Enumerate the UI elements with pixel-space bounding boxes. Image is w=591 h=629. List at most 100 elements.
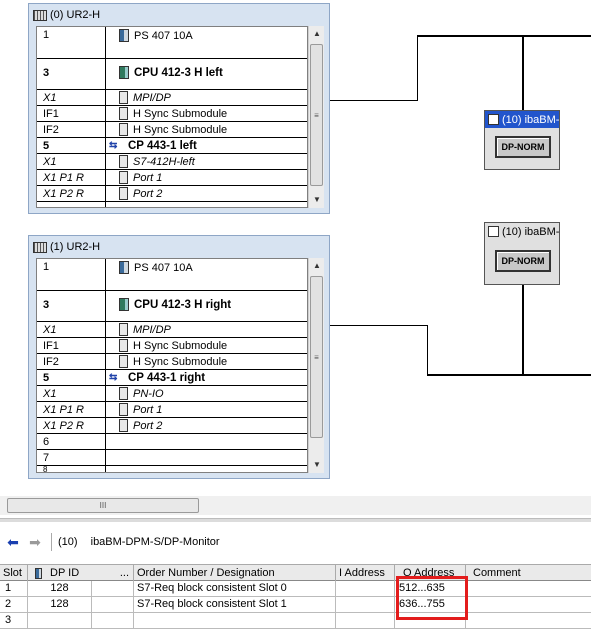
dp-line-lower-vertical bbox=[427, 325, 428, 376]
scroll-down-arrow-icon[interactable]: ▼ bbox=[313, 460, 321, 469]
back-arrow-icon[interactable]: ⬅ bbox=[7, 533, 19, 550]
col-header-i-address[interactable]: I Address bbox=[336, 565, 395, 581]
rack-slot-number: X1 bbox=[43, 387, 57, 400]
rack-module: H Sync Submodule bbox=[119, 123, 227, 136]
rack-module-name: PS 407 10A bbox=[134, 29, 193, 42]
rack-module-name: PS 407 10A bbox=[134, 261, 193, 274]
device-icon bbox=[488, 114, 499, 125]
rack-window-1[interactable]: (1) UR2-H 1 PS 407 10A 3 CPU 412-3 H rig… bbox=[28, 235, 330, 479]
rack-row[interactable]: IF2 H Sync Submodule bbox=[37, 122, 307, 138]
horizontal-scroll-thumb[interactable]: III bbox=[7, 498, 199, 513]
dp-bus-lower[interactable] bbox=[427, 374, 591, 376]
rack-window-0[interactable]: (0) UR2-H 1 PS 407 10A 3 CPU 412-3 H lef… bbox=[28, 3, 330, 214]
col-header-comment[interactable]: Comment bbox=[473, 567, 521, 579]
dp-device-upper[interactable]: (10) ibaBM- DP-NORM bbox=[484, 110, 560, 170]
rack-row[interactable]: IF1 H Sync Submodule bbox=[37, 106, 307, 122]
rack-slot-number: X1 P2 R bbox=[43, 187, 84, 200]
cell-designation: S7-Req block consistent Slot 1 bbox=[134, 597, 336, 612]
rack-row[interactable]: 5 ⇆ CP 443-1 right bbox=[37, 370, 307, 386]
rack-row[interactable]: IF2 H Sync Submodule bbox=[37, 354, 307, 370]
grip-icon: III bbox=[99, 501, 107, 510]
rack-slot-number: 3 bbox=[43, 299, 50, 311]
rack-vertical-scrollbar[interactable]: ▲ ≡ ▼ bbox=[308, 26, 324, 208]
rack-row[interactable]: 7 bbox=[37, 450, 307, 466]
scroll-thumb[interactable]: ≡ bbox=[310, 44, 323, 186]
dp-norm-module[interactable]: DP-NORM bbox=[495, 136, 551, 158]
rack-module-name: Port 1 bbox=[133, 171, 163, 184]
col-header-dpid[interactable]: DP ID ... bbox=[28, 565, 134, 581]
dp-bus-upper[interactable] bbox=[417, 35, 591, 37]
rack-row[interactable]: IF1 H Sync Submodule bbox=[37, 338, 307, 354]
rack-title-bar[interactable]: (1) UR2-H bbox=[33, 238, 100, 256]
cell-i-address bbox=[336, 597, 395, 612]
nav-separator bbox=[51, 533, 52, 551]
table-row[interactable]: 3 bbox=[0, 613, 591, 629]
scroll-thumb[interactable]: ≡ bbox=[310, 276, 323, 438]
rack-module: CPU 412-3 H right bbox=[119, 298, 231, 311]
table-row[interactable]: 1 128 S7-Req block consistent Slot 0 512… bbox=[0, 581, 591, 597]
col-header-designation[interactable]: Order Number / Designation bbox=[134, 565, 336, 581]
submodule-icon bbox=[119, 107, 128, 120]
submodule-icon bbox=[119, 123, 128, 136]
rack-row[interactable]: 6 bbox=[37, 434, 307, 450]
dp-device-header: (10) ibaBM- bbox=[485, 111, 559, 128]
rack-module-name: H Sync Submodule bbox=[133, 123, 228, 136]
rack-row[interactable]: X1 P2 R Port 2 bbox=[37, 186, 307, 202]
grip-icon: ≡ bbox=[314, 353, 319, 362]
cell-q-address bbox=[395, 613, 466, 628]
rack-module: H Sync Submodule bbox=[119, 355, 227, 368]
dp-line-upper-vertical bbox=[417, 35, 418, 101]
col-header-more: ... bbox=[119, 567, 129, 579]
rack-row[interactable]: X1 S7-412H-left bbox=[37, 154, 307, 170]
rack-row[interactable]: 3 CPU 412-3 H right bbox=[37, 291, 307, 322]
scroll-down-arrow-icon[interactable]: ▼ bbox=[313, 195, 321, 204]
cell-slot: 1 bbox=[0, 581, 28, 596]
grip-icon: ≡ bbox=[314, 111, 319, 120]
rack-module-name: CP 443-1 right bbox=[128, 371, 206, 384]
rack-row[interactable]: 1 PS 407 10A bbox=[37, 27, 307, 59]
rack-column-divider bbox=[105, 259, 106, 472]
pane-splitter[interactable] bbox=[0, 518, 591, 522]
rack-row[interactable]: X1 PN-IO bbox=[37, 386, 307, 402]
rack-row[interactable]: 5 ⇆ CP 443-1 left bbox=[37, 138, 307, 154]
rack-slot-number: IF1 bbox=[43, 107, 59, 120]
module-icon bbox=[35, 567, 42, 579]
rack-title-bar[interactable]: (0) UR2-H bbox=[33, 6, 100, 24]
cpu-icon bbox=[119, 66, 129, 79]
cell-comment bbox=[466, 597, 591, 612]
cell-dp-id bbox=[28, 613, 92, 628]
scroll-up-arrow-icon[interactable]: ▲ bbox=[313, 261, 321, 270]
rack-module: PS 407 10A bbox=[119, 261, 193, 274]
rack-row[interactable]: 1 PS 407 10A bbox=[37, 259, 307, 291]
rack-slot-number: IF2 bbox=[43, 123, 59, 136]
rack-row[interactable]: X1 P2 R Port 2 bbox=[37, 418, 307, 434]
dp-norm-module[interactable]: DP-NORM bbox=[495, 250, 551, 272]
rack-row[interactable]: X1 MPI/DP bbox=[37, 322, 307, 338]
rack-module: H Sync Submodule bbox=[119, 339, 227, 352]
rack-module-name: MPI/DP bbox=[133, 323, 171, 336]
rack-row[interactable]: X1 P1 R Port 1 bbox=[37, 170, 307, 186]
rack-vertical-scrollbar[interactable]: ▲ ≡ ▼ bbox=[308, 258, 324, 473]
scroll-up-arrow-icon[interactable]: ▲ bbox=[313, 29, 321, 38]
table-row[interactable]: 2 128 S7-Req block consistent Slot 1 636… bbox=[0, 597, 591, 613]
network-icon: ⇆ bbox=[109, 372, 118, 383]
col-header-slot[interactable]: Slot bbox=[0, 565, 28, 581]
dp-drop-upper bbox=[522, 35, 524, 110]
rack-row[interactable]: X1 P1 R Port 1 bbox=[37, 402, 307, 418]
rack-slot-number: X1 bbox=[43, 155, 57, 168]
rack-module-name: PN-IO bbox=[133, 387, 164, 400]
dp-device-lower[interactable]: (10) ibaBM- DP-NORM bbox=[484, 222, 560, 285]
rack-row[interactable]: 8 bbox=[37, 466, 307, 473]
forward-arrow-icon[interactable]: ➡ bbox=[29, 533, 41, 550]
cell-slot: 2 bbox=[0, 597, 28, 612]
detail-device-name: ibaBM-DPM-S/DP-Monitor bbox=[90, 536, 220, 548]
rack-module-name: H Sync Submodule bbox=[133, 339, 228, 352]
cell-slot: 3 bbox=[0, 613, 28, 628]
rack-module-name: CPU 412-3 H left bbox=[134, 66, 223, 79]
cell-designation: S7-Req block consistent Slot 0 bbox=[134, 581, 336, 596]
cell-extra bbox=[92, 581, 134, 596]
rack-row[interactable]: 3 CPU 412-3 H left bbox=[37, 59, 307, 90]
rack-row[interactable]: X1 MPI/DP bbox=[37, 90, 307, 106]
submodule-icon bbox=[119, 171, 128, 184]
col-header-dpid-label: DP ID bbox=[50, 567, 80, 579]
